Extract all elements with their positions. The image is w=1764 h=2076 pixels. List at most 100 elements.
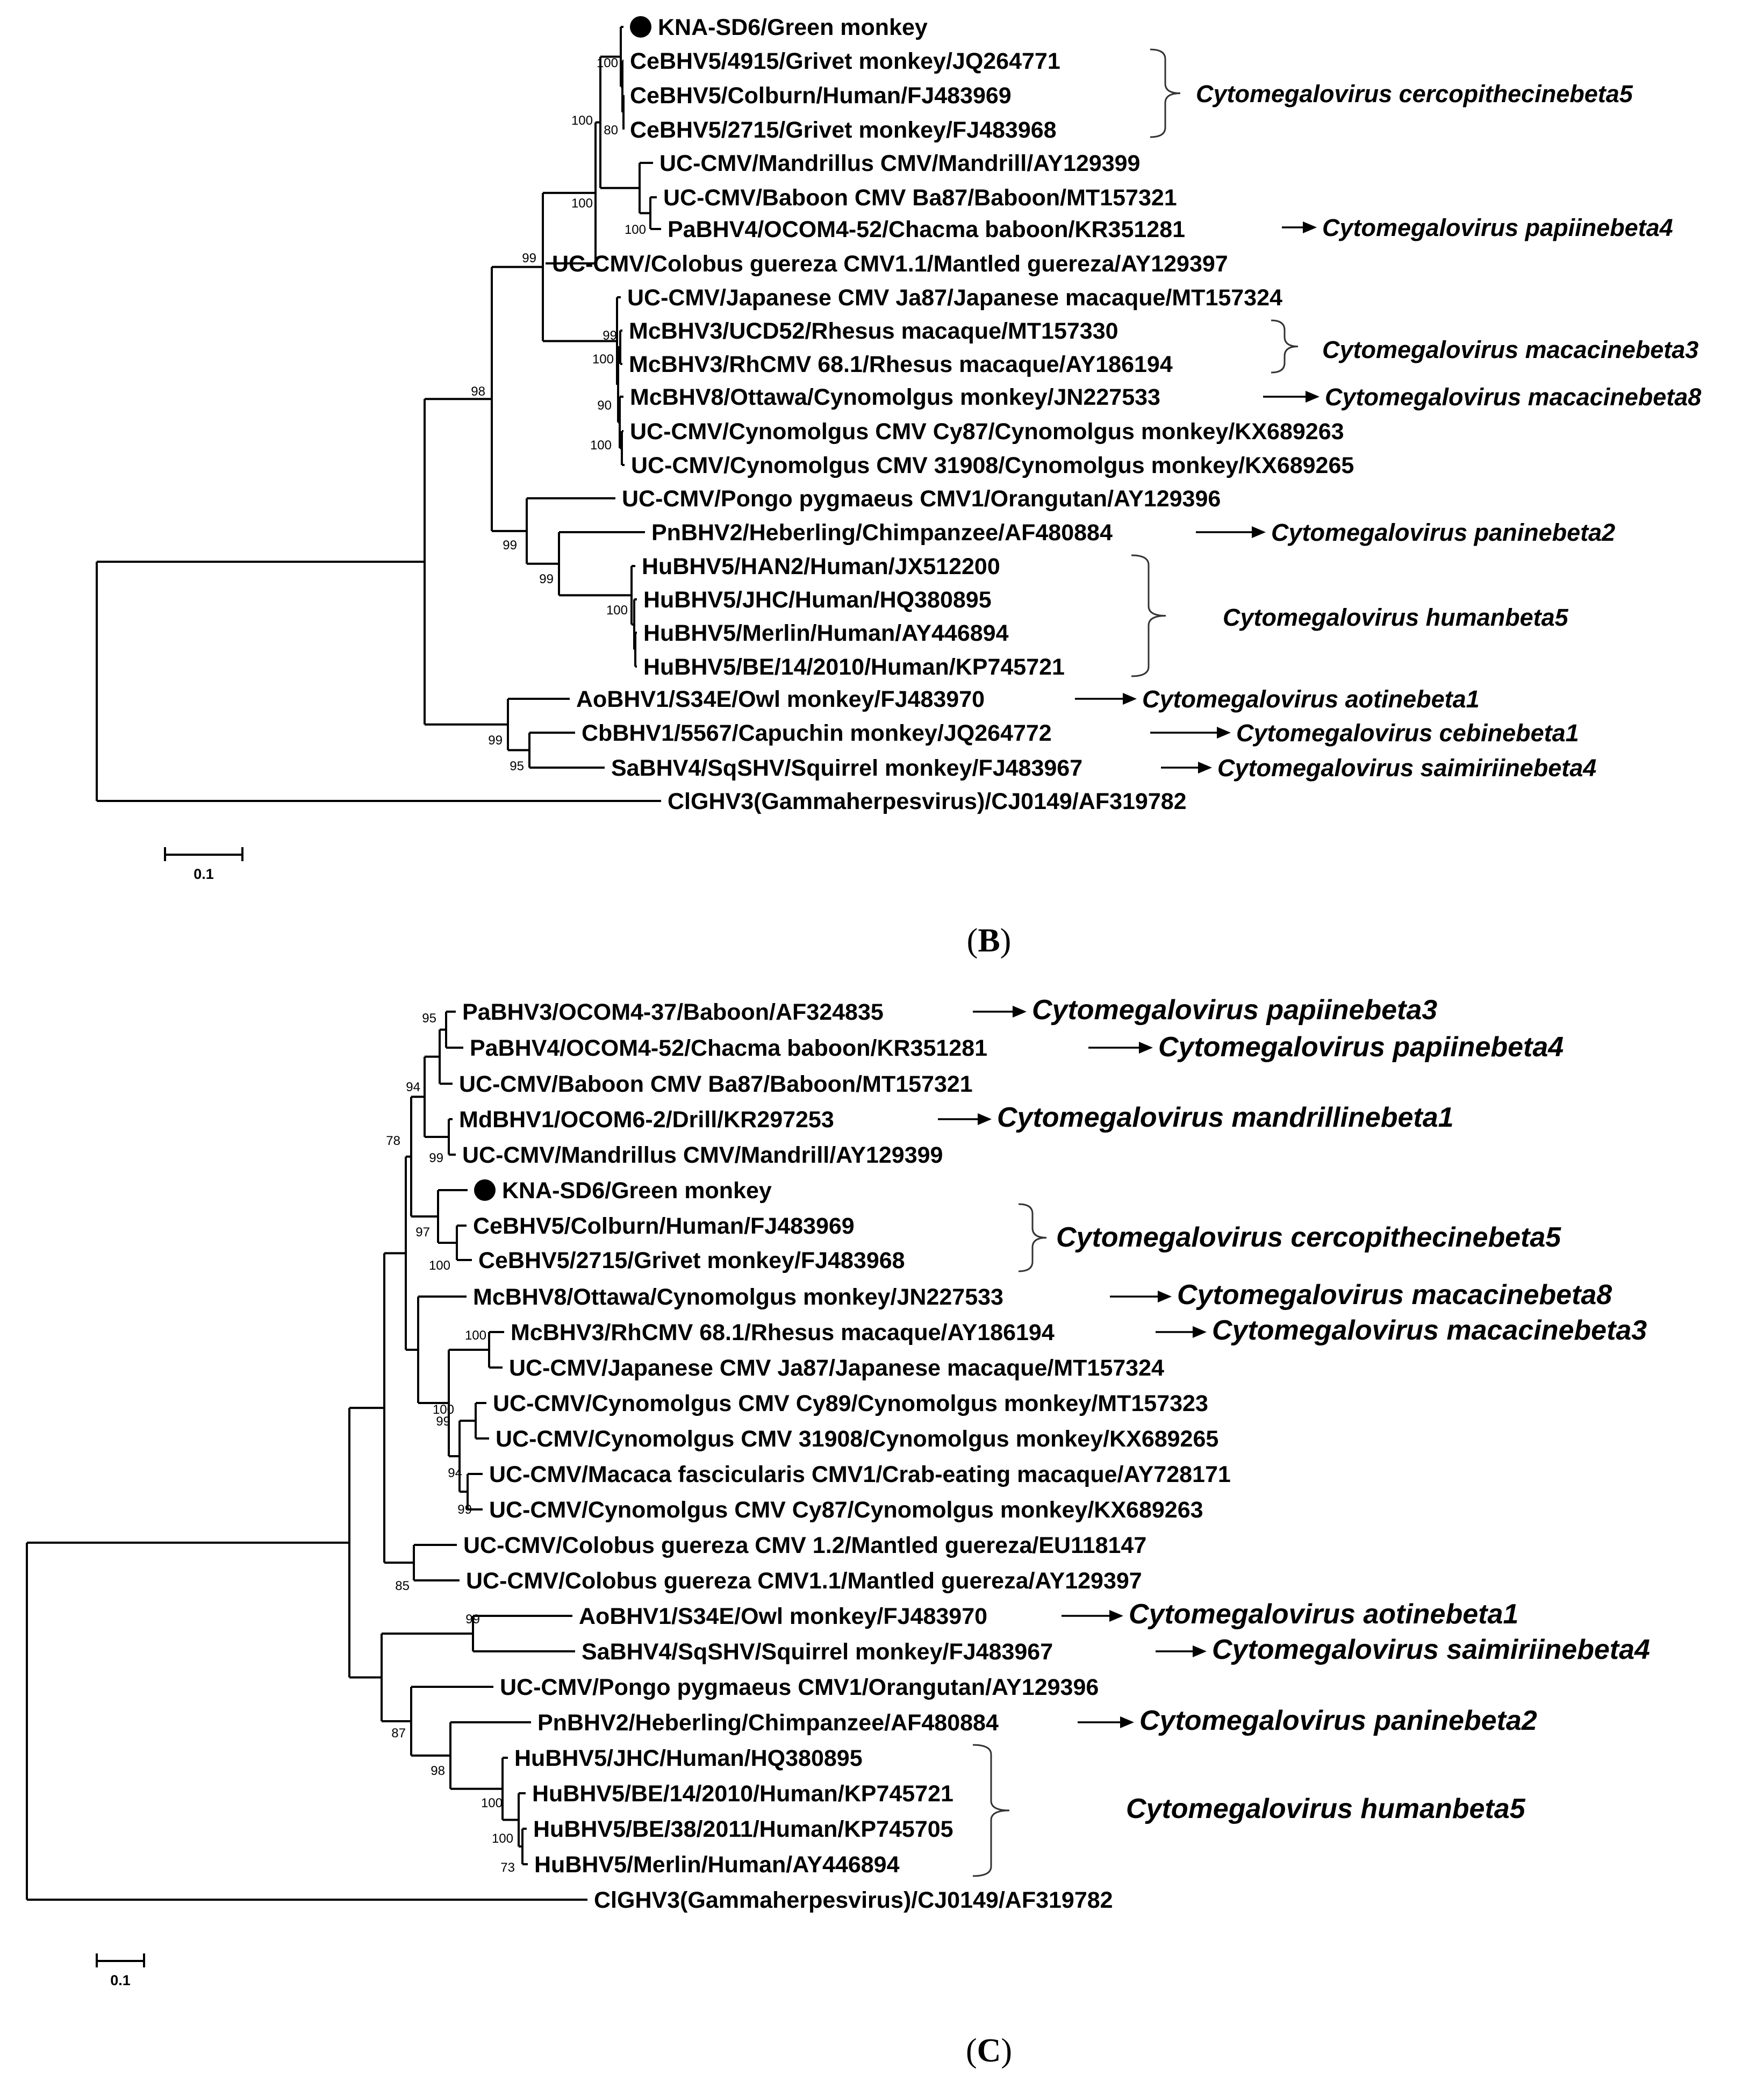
taxon-label: UC-CMV/Cynomolgus CMV Cy89/Cynomolgus mo… — [493, 1391, 1208, 1416]
scale-bar-label: 0.1 — [193, 866, 214, 882]
bootstrap-value: 99 — [539, 572, 554, 586]
bootstrap-value: 95 — [422, 1011, 436, 1026]
taxon-label: HuBHV5/JHC/Human/HQ380895 — [643, 587, 992, 613]
species-label: Cytomegalovirus macacinebeta3 — [1212, 1315, 1647, 1346]
arrow-head — [1139, 1042, 1153, 1054]
taxon-label: UC-CMV/Baboon CMV Ba87/Baboon/MT157321 — [459, 1071, 973, 1097]
bootstrap-value: 100 — [597, 56, 618, 70]
bootstrap-value: 98 — [431, 1764, 445, 1778]
arrow-head — [1109, 1610, 1123, 1622]
species-label: Cytomegalovirus humanbeta5 — [1126, 1793, 1526, 1824]
bootstrap-value: 99 — [603, 328, 617, 343]
taxon-label: UC-CMV/Cynomolgus CMV 31908/Cynomolgus m… — [631, 453, 1354, 478]
species-label: Cytomegalovirus paninebeta2 — [1271, 519, 1615, 546]
taxon-label: McBHV8/Ottawa/Cynomolgus monkey/JN227533 — [473, 1284, 1003, 1310]
taxon-label: ClGHV3(Gammaherpesvirus)/CJ0149/AF319782 — [594, 1887, 1113, 1913]
green-monkey-marker-dot — [630, 16, 651, 38]
species-label: Cytomegalovirus macacinebeta3 — [1322, 336, 1698, 363]
bootstrap-value: 85 — [395, 1579, 410, 1593]
taxon-label: HuBHV5/Merlin/Human/AY446894 — [534, 1852, 900, 1878]
panel-label-c: (C) — [966, 2032, 1012, 2069]
taxon-label: KNA-SD6/Green monkey — [502, 1178, 772, 1204]
arrow-head — [1120, 1716, 1134, 1728]
clade-brace — [972, 1744, 1010, 1877]
arrow-head — [1198, 762, 1212, 774]
species-label: Cytomegalovirus macacinebeta8 — [1325, 383, 1701, 411]
bootstrap-value: 95 — [510, 759, 524, 774]
taxon-label: CbBHV1/5567/Capuchin monkey/JQ264772 — [582, 720, 1052, 746]
species-label: Cytomegalovirus cercopithecinebeta5 — [1196, 80, 1633, 108]
arrow-head — [1306, 391, 1320, 403]
taxon-label: UC-CMV/Colobus guereza CMV 1.2/Mantled g… — [463, 1533, 1146, 1558]
taxon-label: McBHV3/UCD52/Rhesus macaque/MT157330 — [629, 318, 1118, 344]
taxon-label: UC-CMV/Baboon CMV Ba87/Baboon/MT157321 — [663, 185, 1177, 211]
taxon-label: HuBHV5/BE/14/2010/Human/KP745721 — [532, 1781, 953, 1807]
taxon-label: MdBHV1/OCOM6-2/Drill/KR297253 — [459, 1107, 834, 1133]
tree-panel-c: PaBHV3/OCOM4-37/Baboon/AF324835PaBHV4/OC… — [26, 994, 1650, 2069]
taxon-label: AoBHV1/S34E/Owl monkey/FJ483970 — [576, 686, 985, 712]
arrow-head — [978, 1113, 992, 1125]
bootstrap-value: 78 — [386, 1134, 400, 1148]
bootstrap-value: 90 — [597, 398, 612, 413]
bootstrap-value: 100 — [590, 438, 612, 453]
taxon-label: SaBHV4/SqSHV/Squirrel monkey/FJ483967 — [611, 755, 1082, 781]
taxon-label: UC-CMV/Cynomolgus CMV Cy87/Cynomolgus mo… — [489, 1497, 1203, 1523]
taxon-label: PaBHV4/OCOM4-52/Chacma baboon/KR351281 — [668, 217, 1185, 242]
bootstrap-value: 100 — [492, 1831, 513, 1846]
taxon-label: UC-CMV/Mandrillus CMV/Mandrill/AY129399 — [462, 1142, 943, 1168]
species-label: Cytomegalovirus paninebeta2 — [1139, 1705, 1537, 1736]
bootstrap-value: 100 — [571, 196, 593, 211]
panel-letter: C — [977, 2032, 1001, 2069]
bootstrap-value: 99 — [488, 733, 503, 748]
taxon-label: CeBHV5/2715/Grivet monkey/FJ483968 — [630, 117, 1057, 143]
species-label: Cytomegalovirus saimiriinebeta4 — [1217, 754, 1596, 782]
bootstrap-value: 100 — [433, 1402, 454, 1417]
bootstrap-value: 87 — [391, 1726, 406, 1741]
bootstrap-value: 100 — [481, 1796, 503, 1810]
bootstrap-value: 100 — [465, 1328, 486, 1343]
bootstrap-value: 99 — [503, 538, 517, 553]
bootstrap-value: 100 — [606, 603, 628, 618]
taxon-label: AoBHV1/S34E/Owl monkey/FJ483970 — [579, 1603, 987, 1629]
arrow-head — [1217, 727, 1231, 739]
taxon-label: HuBHV5/HAN2/Human/JX512200 — [642, 554, 1000, 579]
bootstrap-value: 99 — [457, 1502, 472, 1517]
taxon-label: CeBHV5/4915/Grivet monkey/JQ264771 — [630, 48, 1060, 74]
bootstrap-value: 100 — [592, 352, 614, 367]
bootstrap-value: 94 — [448, 1466, 462, 1480]
arrow-head — [1013, 1006, 1027, 1018]
arrow-head — [1123, 693, 1137, 705]
bootstrap-value: 99 — [522, 251, 536, 266]
taxon-label: ClGHV3(Gammaherpesvirus)/CJ0149/AF319782 — [668, 789, 1187, 814]
bootstrap-value: 97 — [415, 1225, 430, 1240]
taxon-label: McBHV3/RhCMV 68.1/Rhesus macaque/AY18619… — [511, 1320, 1055, 1345]
clade-brace — [1271, 319, 1299, 374]
arrow-head — [1303, 221, 1317, 233]
bootstrap-value: 100 — [571, 113, 593, 128]
taxon-label: UC-CMV/Macaca fascicularis CMV1/Crab-eat… — [489, 1462, 1231, 1487]
green-monkey-marker-dot — [474, 1179, 496, 1201]
bootstrap-value: 80 — [604, 123, 618, 138]
arrow-head — [1252, 526, 1266, 538]
taxon-label: McBHV3/RhCMV 68.1/Rhesus macaque/AY18619… — [629, 352, 1173, 377]
taxon-label: CeBHV5/Colburn/Human/FJ483969 — [630, 83, 1012, 109]
taxon-label: KNA-SD6/Green monkey — [658, 15, 928, 40]
clade-brace — [1150, 48, 1181, 138]
taxon-label: UC-CMV/Pongo pygmaeus CMV1/Orangutan/AY1… — [500, 1674, 1099, 1700]
panel-letter: B — [978, 922, 1000, 959]
taxon-label: UC-CMV/Cynomolgus CMV 31908/Cynomolgus m… — [496, 1426, 1218, 1452]
species-label: Cytomegalovirus cebinebeta1 — [1236, 719, 1579, 747]
taxon-label: UC-CMV/Japanese CMV Ja87/Japanese macaqu… — [627, 285, 1282, 311]
taxon-label: HuBHV5/BE/38/2011/Human/KP745705 — [533, 1816, 953, 1842]
taxon-label: HuBHV5/Merlin/Human/AY446894 — [643, 620, 1009, 646]
species-label: Cytomegalovirus papiinebeta4 — [1158, 1032, 1564, 1063]
bootstrap-value: 98 — [471, 384, 485, 399]
taxon-label: McBHV8/Ottawa/Cynomolgus monkey/JN227533 — [630, 384, 1160, 410]
arrow-head — [1158, 1291, 1172, 1302]
bootstrap-value: 73 — [500, 1860, 515, 1875]
species-label: Cytomegalovirus aotinebeta1 — [1142, 685, 1480, 713]
bootstrap-value: 94 — [406, 1080, 420, 1094]
taxon-label: UC-CMV/Japanese CMV Ja87/Japanese macaqu… — [509, 1355, 1164, 1381]
